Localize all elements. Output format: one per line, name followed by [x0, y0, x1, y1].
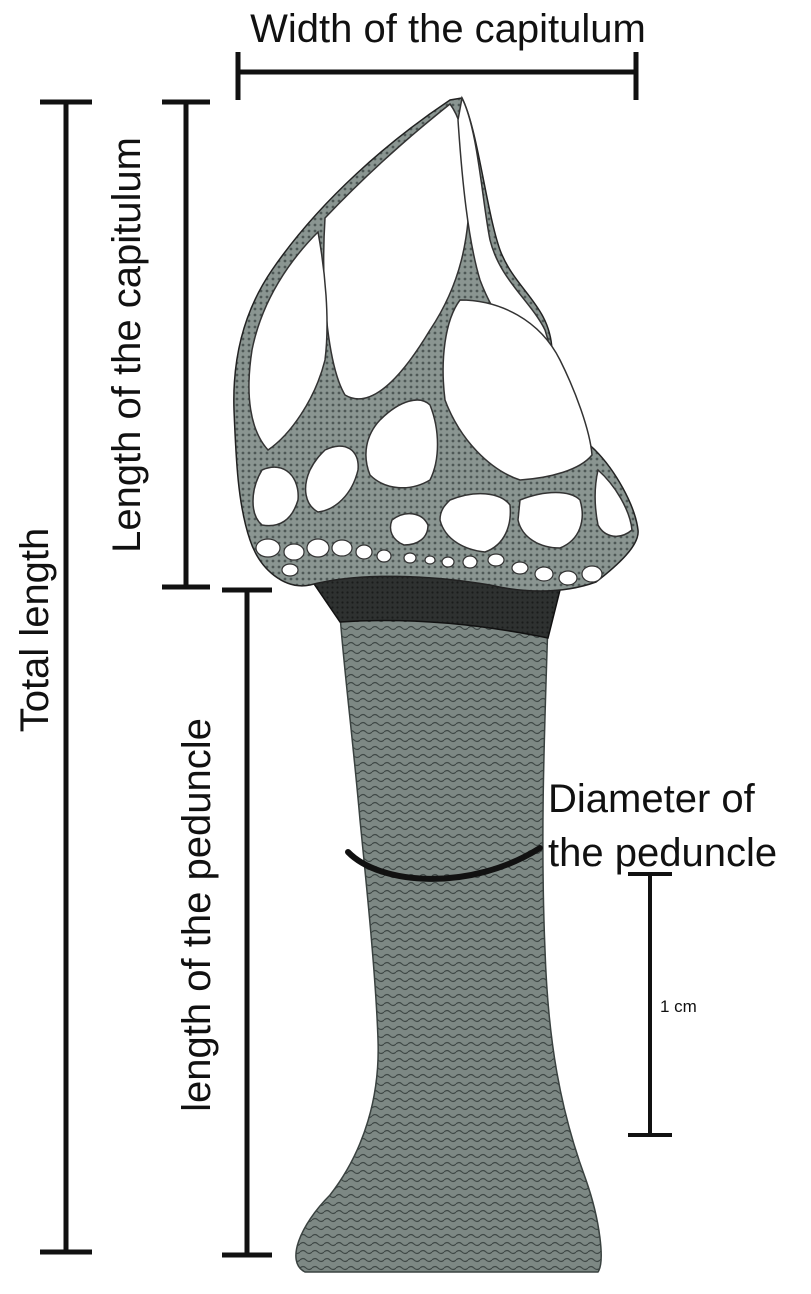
width-capitulum-label: Width of the capitulum	[250, 7, 646, 51]
diameter-label-line1: Diameter of	[548, 777, 756, 821]
length-peduncle-label: length of the peduncle	[175, 718, 219, 1112]
diameter-label-line2: the peduncle	[548, 831, 777, 875]
scale-bar-label: 1 cm	[660, 997, 697, 1016]
width-capitulum-bar	[238, 52, 636, 100]
peduncle-illustration	[296, 615, 601, 1272]
length-peduncle-bar	[222, 590, 272, 1255]
total-length-label: Total length	[13, 528, 57, 733]
length-capitulum-label: Length of the capitulum	[105, 137, 149, 553]
length-capitulum-bar	[162, 102, 210, 587]
